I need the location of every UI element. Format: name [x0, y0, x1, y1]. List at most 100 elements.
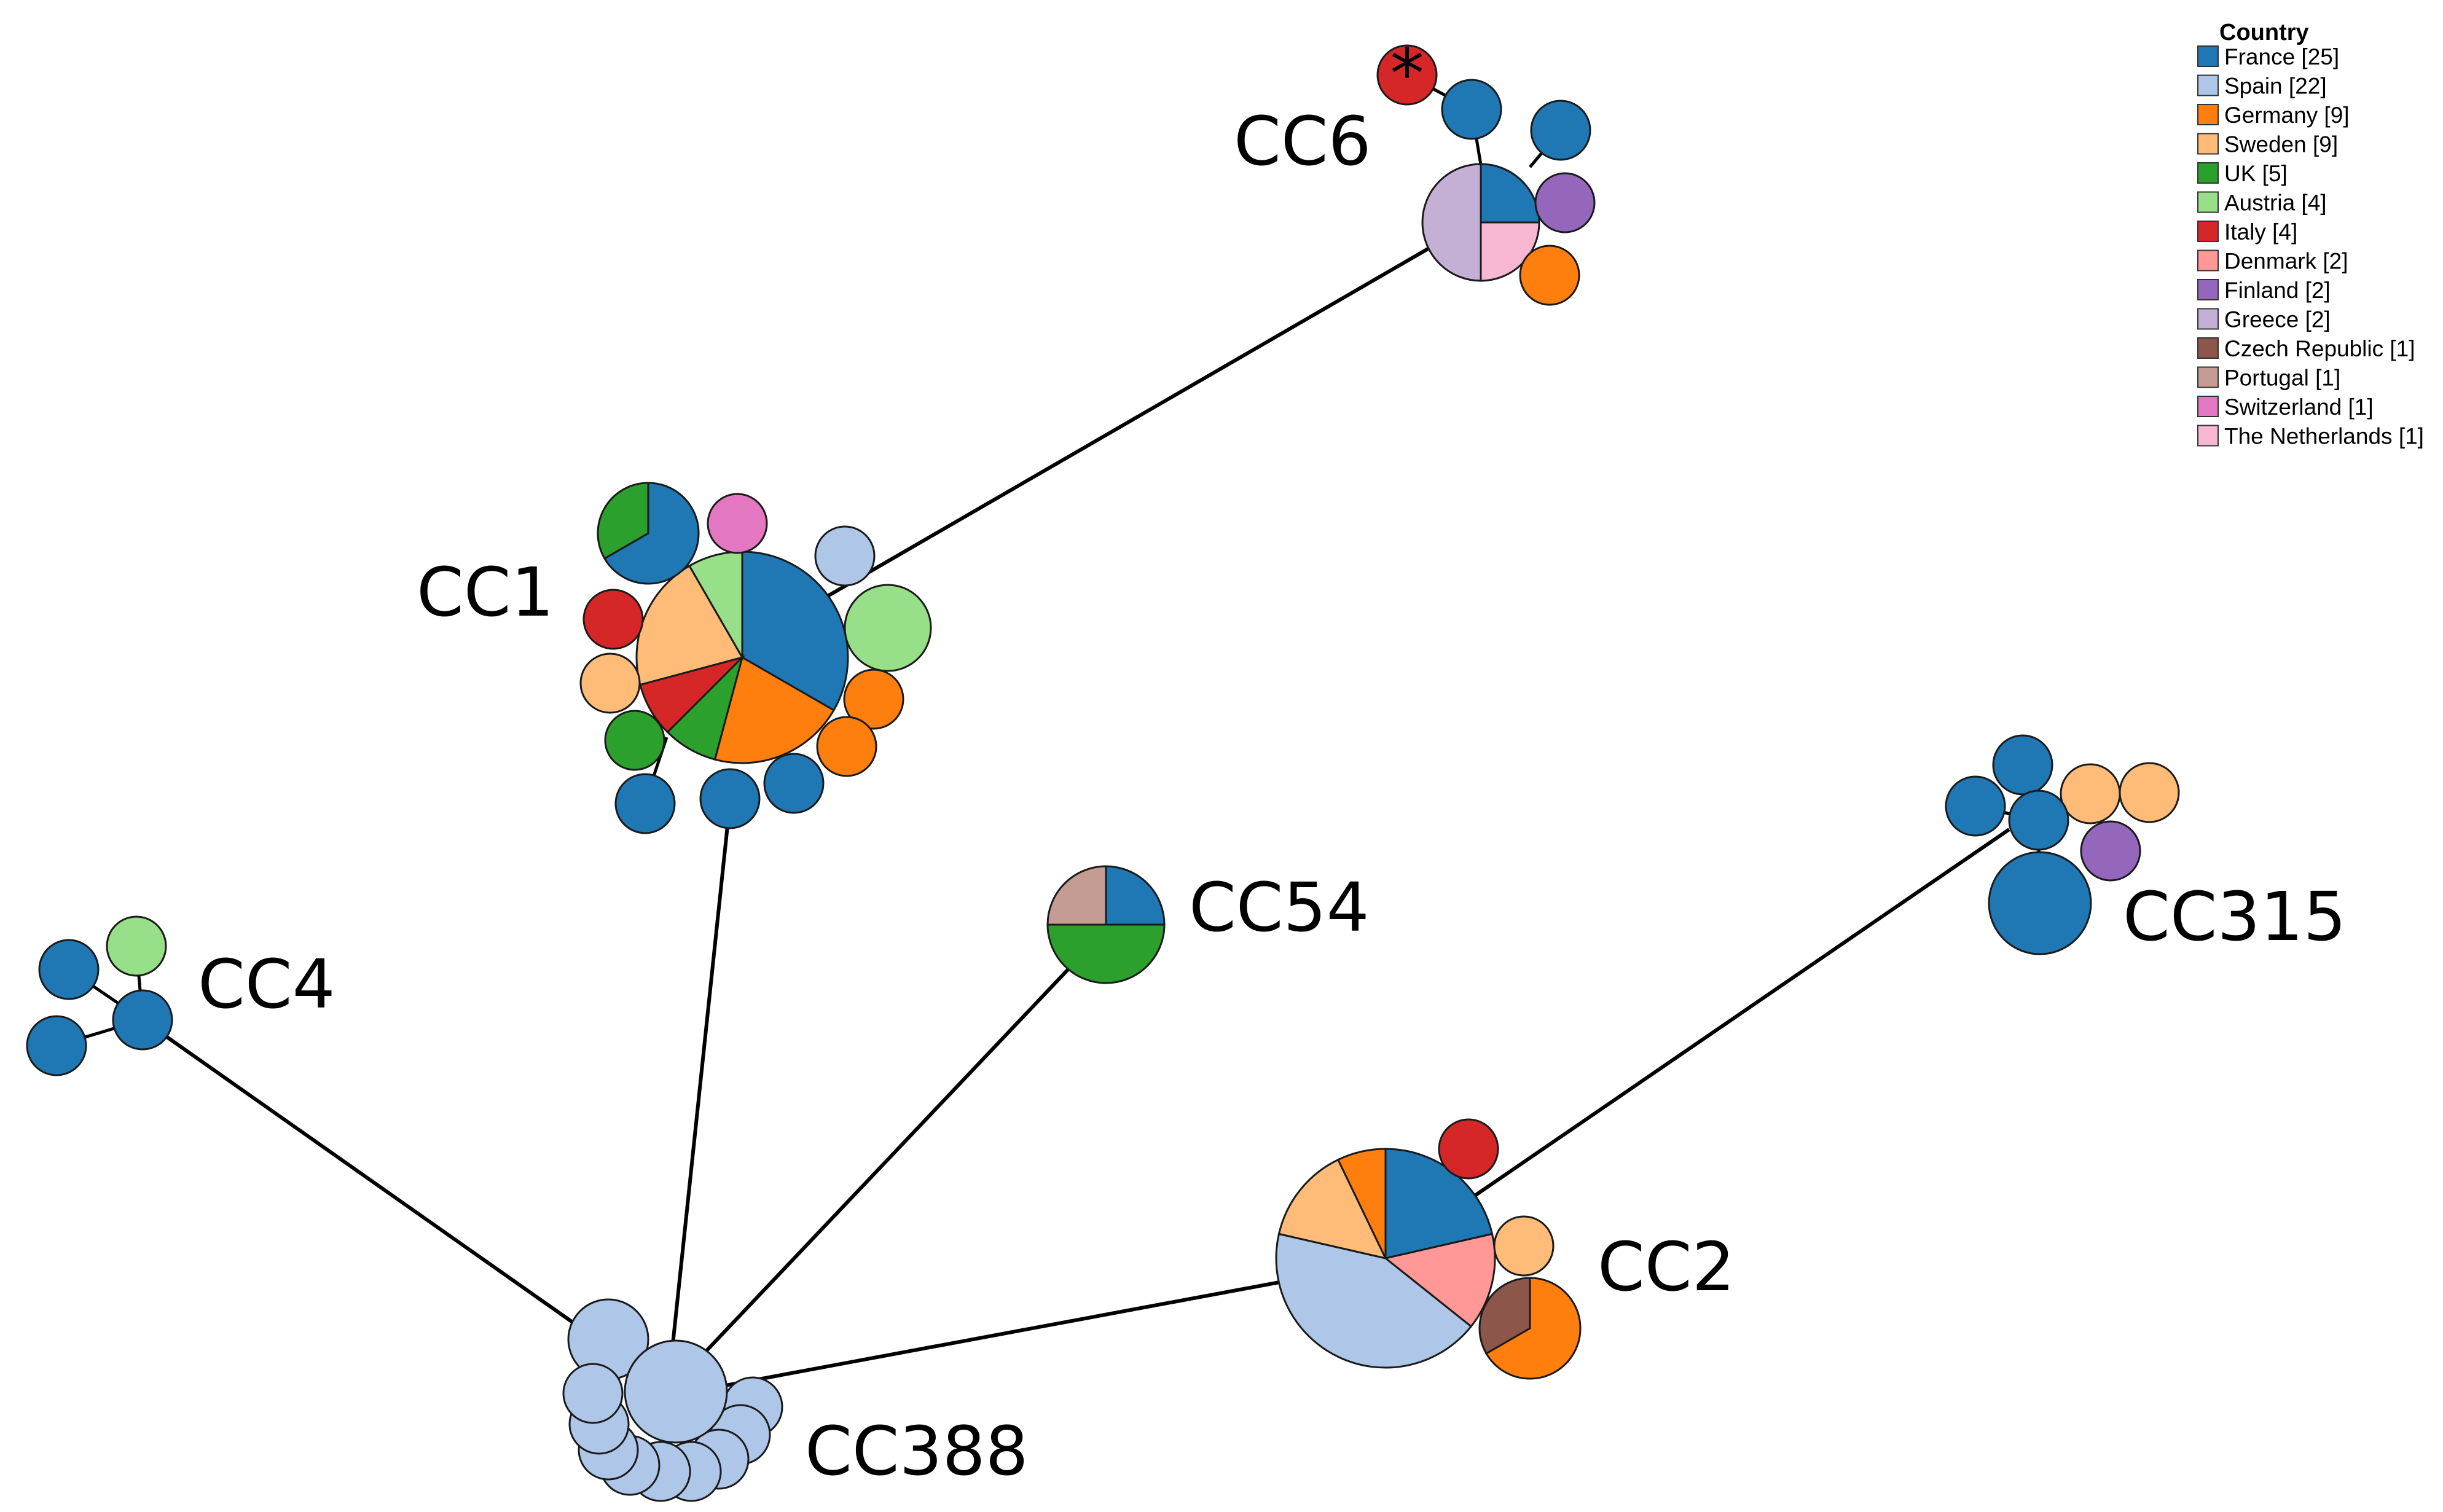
- legend-swatch-france: [2197, 45, 2219, 67]
- pie-cc6-main: [1421, 163, 1540, 282]
- legend-swatch-czech-republic: [2197, 337, 2219, 359]
- legend-label-germany: Germany [9]: [2224, 103, 2350, 128]
- node-cc1-germany-2: [816, 716, 877, 777]
- edge-cc1-cc6: [816, 238, 1445, 604]
- legend-swatch-greece: [2197, 308, 2219, 330]
- pie-slice-france: [1105, 865, 1166, 926]
- cluster-cc388: CC388: [562, 1298, 1029, 1502]
- legend-swatch-denmark: [2197, 249, 2219, 272]
- node-cc1-italy: [582, 589, 644, 650]
- node-cc315-sweden-1: [2060, 763, 2121, 825]
- node-cc6-france-2: [1530, 100, 1591, 161]
- node-cc2-sweden: [1493, 1215, 1555, 1277]
- pie-cc1-satellite-france-uk: [597, 482, 700, 585]
- node-cc1-germany-1: [843, 668, 904, 730]
- pie-slice-uk: [597, 482, 649, 560]
- cc6-asterisk-annotation: *: [1390, 34, 1424, 113]
- legend-swatch-austria: [2197, 191, 2219, 213]
- legend-swatch-spain: [2197, 74, 2219, 96]
- cc315-label: CC315: [2123, 877, 2347, 956]
- legend-label-spain: Spain [22]: [2224, 74, 2327, 99]
- node-cc1-france-2: [699, 768, 761, 829]
- node-cc315-france-3: [2008, 789, 2069, 851]
- cc-edges: [141, 238, 2010, 1396]
- pie-slice-portugal: [1046, 865, 1107, 926]
- pie-slice-uk: [666, 654, 744, 761]
- cluster-cc4: CC4: [26, 915, 335, 1076]
- node-cc6-italy-asterisk: [1376, 44, 1438, 106]
- legend-label-france: France [25]: [2224, 44, 2339, 69]
- pie-cc2-satellite-germany-czech: [1478, 1277, 1582, 1380]
- cc54-label: CC54: [1189, 868, 1370, 947]
- node-cc6-france-1: [1441, 79, 1502, 140]
- legend-label-greece: Greece [2]: [2224, 307, 2331, 332]
- node-cc315-france-main: [1988, 851, 2092, 955]
- node-cc6-germany: [1519, 245, 1580, 306]
- cluster-cc2: CC2: [1275, 1118, 1735, 1380]
- pie-slice-spain: [1275, 1232, 1473, 1369]
- node-cc315-finland: [2080, 820, 2141, 882]
- pie-slice-sweden: [1277, 1158, 1387, 1260]
- cluster-cc315: CC315: [1945, 734, 2347, 956]
- pie-slice-germany: [1336, 1148, 1387, 1259]
- node-cc1-uk: [604, 710, 665, 771]
- edge-cc388-cc4: [141, 1018, 616, 1353]
- node-cc1-france-1: [763, 753, 825, 814]
- node-cc388-10: [562, 1363, 624, 1424]
- legend-label-switzerland: Switzerland [1]: [2224, 394, 2374, 420]
- cc6-label: CC6: [1234, 102, 1371, 181]
- pie-cc54: [1046, 865, 1166, 984]
- node-cc2-italy: [1438, 1118, 1499, 1180]
- legend-label-sweden: Sweden [9]: [2224, 132, 2338, 157]
- pie-slice-france: [603, 482, 700, 585]
- node-cc4-france-1: [38, 939, 100, 1000]
- pie-slice-greece: [1421, 163, 1482, 282]
- legend-label-denmark: Denmark [2]: [2224, 249, 2348, 274]
- pie-slice-italy: [639, 656, 746, 734]
- node-cc4-austria: [106, 915, 167, 977]
- edge-cc2-cc315: [1461, 828, 2010, 1206]
- pie-slice-germany: [713, 656, 836, 764]
- node-cc1-switzerland: [707, 493, 768, 554]
- legend-title: Country: [2219, 20, 2309, 45]
- node-cc6-finland: [1534, 172, 1596, 233]
- cc2-label: CC2: [1598, 1228, 1735, 1306]
- pie-slice-france: [1480, 163, 1540, 224]
- legend-label-portugal: Portugal [1]: [2224, 366, 2340, 391]
- pie-slice-germany: [1484, 1277, 1582, 1380]
- legend-items: France [25] Spain [22] Germany [9] Sweden […: [2197, 44, 2424, 449]
- node-cc388-main: [624, 1339, 728, 1444]
- pie-slice-uk: [1046, 923, 1166, 984]
- legend-swatch-the-netherlands: [2197, 425, 2219, 447]
- legend-swatch-switzerland: [2197, 396, 2219, 417]
- node-cc315-france-2: [1945, 775, 2006, 837]
- node-cc1-sweden: [579, 652, 641, 714]
- legend-label-austria: Austria [4]: [2224, 190, 2327, 216]
- pie-slice-denmark: [1383, 1232, 1496, 1328]
- legend-swatch-portugal: [2197, 366, 2219, 388]
- node-cc1-france-3: [614, 773, 676, 834]
- node-cc315-france-1: [1992, 734, 2053, 796]
- legend-swatch-germany: [2197, 104, 2219, 125]
- pie-cc2-main: [1275, 1148, 1496, 1369]
- legend-label-the-netherlands: The Netherlands [1]: [2224, 424, 2424, 449]
- edge-cc388-cc2: [675, 1276, 1303, 1396]
- pie-cc1-main: [635, 550, 849, 764]
- legend-label-italy: Italy [4]: [2224, 219, 2297, 245]
- legend-swatch-uk: [2197, 162, 2219, 184]
- cc388-label: CC388: [805, 1412, 1029, 1490]
- legend-swatch-italy: [2197, 221, 2219, 242]
- legend-swatch-finland: [2197, 279, 2219, 300]
- legend-label-czech-republic: Czech Republic [1]: [2224, 336, 2415, 361]
- node-cc1-spain: [814, 525, 876, 587]
- legend-label-uk: UK [5]: [2224, 161, 2288, 186]
- pie-slice-france: [741, 550, 849, 712]
- pie-slice-czech-republic: [1478, 1277, 1531, 1355]
- node-cc1-austria: [844, 584, 932, 672]
- edge-cc388-cc1: [668, 820, 730, 1374]
- node-cc4-france-2: [112, 989, 173, 1051]
- cc4-label: CC4: [198, 945, 335, 1024]
- edge-cc388-cc54: [686, 954, 1083, 1372]
- cluster-cc6: * CC6: [1234, 34, 1596, 306]
